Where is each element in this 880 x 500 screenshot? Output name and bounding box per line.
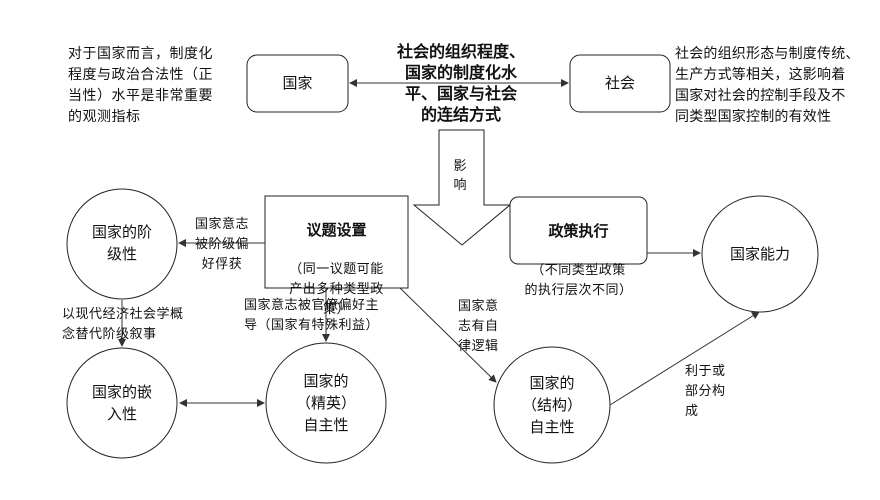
agenda-setting-text: 议题设置 （同一议题可能 产出多种类型政 策）: [265, 200, 408, 339]
policy-execution-title: 政策执行: [548, 222, 609, 240]
influence-label: 影响: [453, 159, 467, 193]
elite-autonomy-label: 国家的 （精英） 自主性: [295, 372, 356, 434]
influence-block-arrow: [412, 129, 512, 246]
state-node: [246, 54, 349, 113]
state-capacity-label: 国家能力: [729, 245, 790, 263]
class-nature-label: 国家的阶 级性: [91, 223, 152, 263]
society-note: 社会的组织形态与制度传统、 生产方式等相关，这影响着 国家对社会的控制手段及不 …: [675, 46, 860, 125]
policy-execution-body: （不同类型政策 的执行层次不同）: [524, 263, 633, 298]
captured-by-class-note: 国家意志 被阶级偏 好俘获: [194, 217, 249, 272]
structural-autonomy-label: 国家的 （结构） 自主性: [521, 374, 582, 436]
state-note: 对于国家而言，制度化 程度与政治合法性（正 当性）水平是非常重要 的观测指标: [68, 46, 213, 125]
society-node: [569, 54, 671, 113]
policy-execution-text: 政策执行 （不同类型政策 的执行层次不同）: [510, 201, 647, 320]
state-capacity-node: [701, 195, 819, 313]
autonomous-logic-note: 国家意 志有自 律逻辑: [458, 299, 499, 354]
class-nature-node: [66, 188, 178, 300]
structural-to-capacity-arrow: [609, 311, 760, 406]
agenda-setting-body: （同一议题可能 产出多种类型政 策）: [289, 262, 384, 317]
state-node-label: 国家: [282, 74, 313, 92]
society-node-label: 社会: [604, 74, 635, 92]
elite-autonomy-node: [265, 342, 387, 464]
agenda-to-structural-arrow: [399, 287, 497, 383]
agenda-setting-box: [264, 195, 409, 289]
partial-composition-note: 利于或 部分构 成: [685, 364, 726, 419]
policy-execution-box: [509, 196, 648, 265]
embeddedness-node: [66, 347, 178, 459]
agenda-setting-title: 议题设置: [306, 221, 367, 239]
embeddedness-label: 国家的嵌 入性: [91, 383, 152, 423]
replace-class-narrative-note: 以现代经济社会学概 念替代阶级叙事: [62, 307, 184, 342]
bureaucrat-preference-note: 国家意志被官僚偏好主 导（国家有特殊利益）: [244, 298, 380, 333]
central-title: 社会的组织程度、 国家的制度化水 平、国家与社会 的连结方式: [396, 42, 525, 124]
